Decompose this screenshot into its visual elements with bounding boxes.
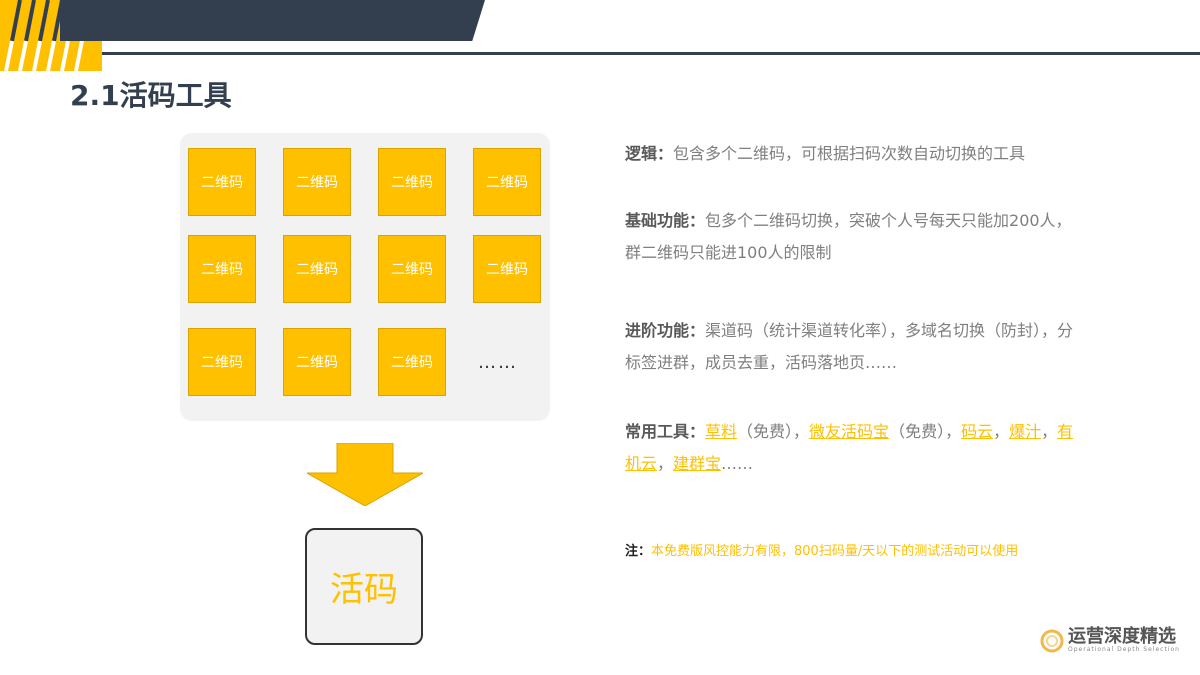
qr-code-cell: 二维码	[378, 328, 446, 396]
note-paragraph: 注：本免费版风控能力有限，800扫码量/天以下的测试活动可以使用	[625, 540, 1018, 559]
header-divider	[102, 52, 1200, 55]
qr-code-cell: 二维码	[283, 235, 351, 303]
qr-code-cell: 二维码	[188, 328, 256, 396]
basic-text: 包多个二维码切换，突破个人号每天只能加200人，群二维码只能进100人的限制	[625, 211, 1072, 262]
logo-subtitle: Operational Depth Selection	[1068, 646, 1180, 653]
separator: ，	[1041, 422, 1058, 441]
note-text: 本免费版风控能力有限，800扫码量/天以下的测试活动可以使用	[651, 544, 1019, 559]
separator: ，	[993, 422, 1010, 441]
advanced-paragraph: 进阶功能：渠道码（统计渠道转化率），多域名切换（防封），分标签进群，成员去重，活…	[625, 315, 1085, 379]
tools-paragraph: 常用工具：草料（免费），微友活码宝（免费），码云，爆汁，有机云，建群宝……	[625, 416, 1085, 480]
qr-code-cell: 二维码	[473, 235, 541, 303]
logic-paragraph: 逻辑：包含多个二维码，可根据扫码次数自动切换的工具	[625, 138, 1085, 170]
basic-label: 基础功能：	[625, 211, 706, 230]
tool-link-caoliao[interactable]: 草料	[705, 422, 738, 441]
basic-paragraph: 基础功能：包多个二维码切换，突破个人号每天只能加200人，群二维码只能进100人…	[625, 205, 1085, 269]
separator: （免费），	[889, 422, 962, 441]
tool-link-mayun[interactable]: 码云	[961, 422, 994, 441]
qr-code-cell: 二维码	[283, 328, 351, 396]
more-ellipsis: ……	[478, 352, 518, 373]
tool-link-jianqunbao[interactable]: 建群宝	[673, 454, 722, 473]
live-code-box: 活码	[305, 528, 423, 645]
logo-text: 运营深度精选	[1068, 626, 1176, 647]
tools-label: 常用工具：	[625, 422, 706, 441]
page-title: 2.1活码工具	[70, 79, 232, 112]
qr-code-cell: 二维码	[473, 148, 541, 216]
qr-code-cell: 二维码	[283, 148, 351, 216]
tool-link-baozhi[interactable]: 爆汁	[1009, 422, 1042, 441]
separator: ……	[721, 454, 754, 473]
down-arrow-icon	[307, 443, 423, 506]
separator: （免费），	[737, 422, 810, 441]
qr-code-cell: 二维码	[378, 235, 446, 303]
logo-ring-icon	[1040, 629, 1064, 652]
qr-code-grid: 二维码 二维码 二维码 二维码 二维码 二维码 二维码 二维码 二维码 二维码 …	[180, 133, 550, 421]
logic-label: 逻辑：	[625, 144, 674, 163]
header-bar	[60, 0, 485, 41]
advanced-text: 渠道码（统计渠道转化率），多域名切换（防封），分标签进群，成员去重，活码落地页……	[625, 321, 1074, 372]
advanced-label: 进阶功能：	[625, 321, 706, 340]
logic-text: 包含多个二维码，可根据扫码次数自动切换的工具	[673, 144, 1026, 163]
separator: ，	[657, 454, 674, 473]
tool-link-weiyou[interactable]: 微友活码宝	[809, 422, 890, 441]
qr-code-cell: 二维码	[188, 148, 256, 216]
tool-link-youjiyun[interactable]: 有机云	[625, 422, 1074, 473]
note-label: 注：	[625, 544, 652, 559]
qr-code-cell: 二维码	[188, 235, 256, 303]
qr-code-cell: 二维码	[378, 148, 446, 216]
